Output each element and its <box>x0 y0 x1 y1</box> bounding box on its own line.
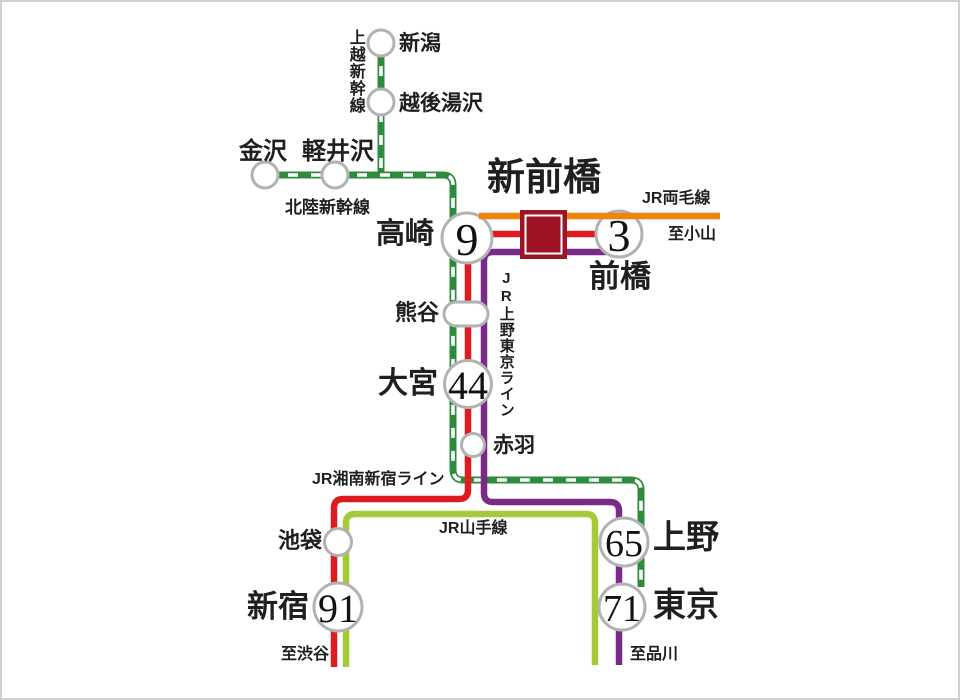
yamanote-line-path <box>342 510 599 667</box>
line-label-ueno-tokyo: JR上野東京ライン <box>497 270 515 418</box>
line-label-yamanote: JR山手線 <box>439 520 508 537</box>
station-label-echigo-yuzawa: 越後湯沢 <box>399 91 483 115</box>
station-marker-maebashi <box>594 209 644 259</box>
station-label-kanazawa: 金沢 <box>239 139 287 165</box>
line-label-shonan-shinjuku: JR湘南新宿ライン <box>312 471 445 488</box>
station-marker-takasaki <box>440 211 494 265</box>
station-label-tokyo: 東京 <box>653 588 719 624</box>
station-number-takasaki: 9 <box>455 214 479 265</box>
station-marker-karuizawa <box>320 160 350 190</box>
station-label-shin-maebashi: 新前橋 <box>486 157 602 199</box>
station-marker-kanazawa <box>250 160 280 190</box>
station-marker-shinjuku <box>312 581 364 633</box>
station-label-niigata: 新潟 <box>399 31 441 55</box>
station-label-akabane: 赤羽 <box>493 433 535 457</box>
station-label-karuizawa: 軽井沢 <box>302 139 374 165</box>
line-label-ryomo: JR両毛線 <box>642 190 711 207</box>
station-marker-kumagaya <box>442 300 490 328</box>
station-marker-ueno <box>598 516 650 568</box>
station-marker-echigo-yuzawa <box>366 87 396 117</box>
station-label-shinjuku: 新宿 <box>247 589 309 624</box>
station-marker-omiya <box>443 359 493 409</box>
station-label-omiya: 大宮 <box>378 367 438 400</box>
hokuriku-shinkansen-line-dashes <box>265 173 643 587</box>
station-number-tokyo: 71 <box>603 588 641 630</box>
station-label-maebashi: 前橋 <box>589 259 651 294</box>
station-number-shinjuku: 91 <box>318 586 358 631</box>
station-number-omiya: 44 <box>448 363 488 408</box>
station-label-ikebukuro: 池袋 <box>278 528 323 553</box>
station-number-maebashi: 3 <box>607 210 631 261</box>
station-label-takasaki: 高崎 <box>376 218 435 250</box>
shonan-shinjuku-line-path <box>330 259 472 667</box>
direction-label-shinagawa: 至品川 <box>630 646 679 663</box>
line-label-hokuriku-shinkansen: 北陸新幹線 <box>285 198 370 217</box>
station-marker-niigata <box>366 28 396 58</box>
station-marker-ikebukuro <box>323 527 353 557</box>
line-label-joetsu-shinkansen: 上越新幹線 <box>346 29 364 114</box>
shin-maebashi-terminal-square-inner-border <box>524 214 563 255</box>
station-marker-akabane <box>460 432 486 458</box>
station-marker-tokyo <box>597 582 647 632</box>
direction-label-oyama: 至小山 <box>668 226 717 243</box>
direction-label-shibuya: 至渋谷 <box>281 646 330 663</box>
station-label-ueno: 上野 <box>653 520 719 556</box>
shin-maebashi-terminal-square <box>520 210 567 259</box>
station-number-ueno: 65 <box>605 523 643 565</box>
station-label-kumagaya: 熊谷 <box>395 300 440 325</box>
